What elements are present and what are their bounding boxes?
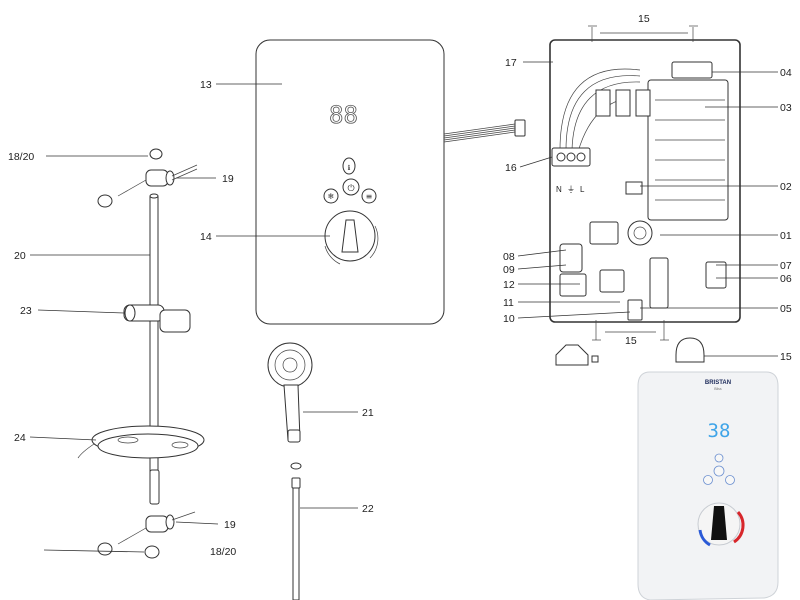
product-menu-button	[725, 475, 735, 485]
shower-unit-body	[637, 371, 779, 600]
callout-05: 05	[780, 303, 792, 315]
callout-15-top: 15	[638, 13, 650, 25]
callout-10: 10	[503, 313, 515, 325]
pressure-relief-device	[599, 269, 625, 293]
product-power-button	[713, 465, 725, 477]
eco-snowflake-icon: ❄	[328, 192, 335, 201]
cover-cable	[443, 119, 526, 143]
terminal-block: N ⏚ L	[551, 147, 591, 194]
callout-04: 04	[780, 67, 792, 79]
callout-11: 11	[503, 297, 514, 309]
product-temperature-display: 38	[708, 420, 731, 442]
bottom-end-cap	[144, 545, 160, 559]
product-temperature-button	[714, 453, 724, 463]
callout-14: 14	[200, 231, 212, 243]
soap-dish	[77, 425, 205, 505]
top-wall-bracket	[97, 164, 198, 208]
product-eco-button	[703, 475, 713, 485]
terminal-live-label: L	[580, 185, 585, 194]
callout-07: 07	[780, 260, 792, 272]
product-temperature-dial	[697, 502, 745, 547]
outlet-valve	[705, 261, 727, 289]
power-button-icon: ⏻	[347, 183, 354, 194]
display-window-segments: 88	[329, 101, 358, 129]
callout-24: 24	[14, 432, 26, 444]
inlet-filter	[559, 243, 583, 273]
water-inlet	[627, 299, 643, 321]
leader-lines	[29, 61, 778, 553]
callout-09: 09	[503, 264, 515, 276]
callout-21: 21	[362, 407, 374, 419]
callout-20: 20	[14, 250, 26, 262]
top-end-cap	[149, 148, 163, 160]
product-brand-logo: BRISTAN	[705, 380, 731, 386]
callout-02: 02	[780, 181, 792, 193]
callout-16: 16	[505, 162, 517, 174]
callout-23: 23	[20, 305, 32, 317]
callout-01: 01	[780, 230, 792, 242]
callout-08: 08	[503, 251, 515, 263]
callout-19-bottom: 19	[224, 519, 236, 531]
bottom-wall-bracket	[97, 511, 196, 559]
thermal-cutout	[625, 181, 643, 195]
control-buttons: ℹ ❄ ⏻ ≡	[323, 157, 377, 204]
front-cover-assembly: 88 ℹ ❄ ⏻ ≡	[255, 39, 526, 325]
handset-and-hose	[267, 342, 313, 600]
callout-15-bottom: 15	[625, 335, 637, 347]
backplate-assembly: N ⏚ L	[549, 25, 741, 341]
callout-17: 17	[505, 57, 517, 69]
hose-washer	[290, 462, 302, 470]
callout-labels: 13 14 15 15 15 17 16 04 03 02 01 07 06 0…	[8, 13, 792, 558]
product-photo: BRISTAN Bliss 38	[626, 370, 796, 600]
menu-button-icon: ≡	[366, 192, 373, 201]
shower-handset	[267, 342, 313, 443]
terminal-earth-icon: ⏚	[567, 185, 575, 194]
callout-12: 12	[503, 279, 515, 291]
callout-22: 22	[362, 503, 374, 515]
callout-19-top: 19	[222, 173, 234, 185]
shower-hose	[291, 477, 301, 600]
slider-holder	[123, 304, 191, 333]
callout-06: 06	[780, 273, 792, 285]
riser-rail-assembly	[77, 148, 205, 559]
callout-18-20-top: 18/20	[8, 151, 34, 163]
heater-can	[647, 79, 729, 221]
temperature-button-icon: ℹ	[348, 164, 351, 172]
callout-13: 13	[200, 79, 212, 91]
wall-clips	[555, 337, 705, 366]
solenoid-valve	[589, 220, 653, 246]
product-model-name: Bliss	[714, 387, 722, 391]
callout-15-right: 15	[780, 351, 792, 363]
pressure-switch	[671, 61, 713, 79]
terminal-neutral-label: N	[556, 185, 562, 194]
callout-03: 03	[780, 102, 792, 114]
temperature-dial	[324, 210, 379, 265]
callout-18-20-bottom: 18/20	[210, 546, 236, 558]
